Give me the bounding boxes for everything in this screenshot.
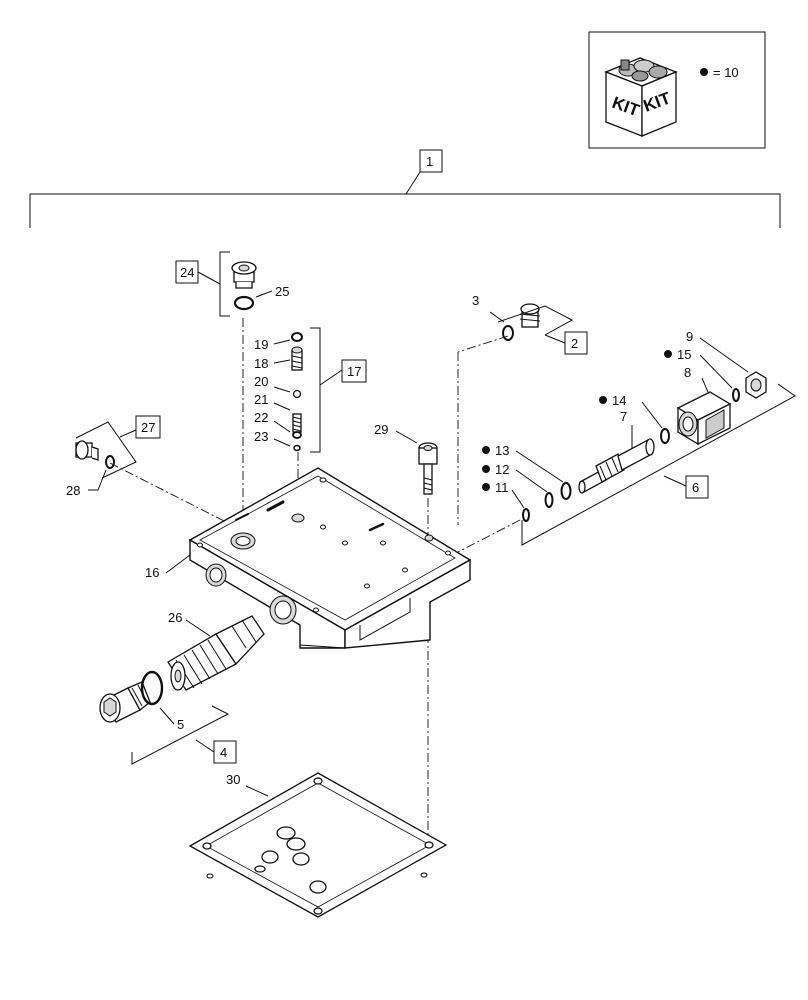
bolt-29: 29 (374, 422, 438, 495)
cartridge-group-6: 6 11 12 13 7 14 (482, 329, 796, 546)
oring-5 (140, 670, 164, 706)
callout-14: 14 (612, 393, 626, 408)
callout-25: 25 (275, 284, 289, 299)
callout-30: 30 (226, 772, 240, 787)
kit-dot-12 (482, 465, 490, 473)
callout-20: 20 (254, 374, 268, 389)
callout-24: 24 (180, 265, 194, 280)
oring-11 (522, 508, 530, 522)
ring-23 (293, 444, 301, 452)
plug-group-24: 24 25 (175, 251, 289, 317)
kit-box-icon: KIT KIT (604, 57, 678, 137)
kit-legend-frame (588, 31, 766, 149)
callout-11: 11 (495, 480, 509, 495)
oring-12 (544, 492, 554, 508)
oring-3 (502, 325, 514, 341)
spool-26: 26 (167, 610, 265, 691)
callout-13: 13 (495, 443, 509, 458)
plug-group-2: 3 2 (472, 293, 588, 355)
callout-3: 3 (472, 293, 479, 308)
callout-17: 17 (347, 364, 361, 379)
callout-12: 12 (495, 462, 509, 477)
kit-dot-14 (599, 396, 607, 404)
callout-29: 29 (374, 422, 388, 437)
relief-group-17: 17 19 18 20 21 22 23 (254, 327, 367, 453)
gasket-30: 30 (188, 772, 448, 918)
fitting-8 (676, 391, 732, 446)
kit-dot-13 (482, 446, 490, 454)
callout-6: 6 (692, 480, 699, 495)
kit-bullet-icon (700, 68, 708, 76)
assembly-bracket-1: 1 (29, 149, 781, 228)
kit-dot-15 (664, 350, 672, 358)
oring-25 (233, 295, 255, 311)
callout-4: 4 (220, 745, 227, 760)
oring-28 (105, 455, 115, 469)
callout-18: 18 (254, 356, 268, 371)
valve-body-16: 16 (145, 467, 472, 649)
plug-group-4: 4 5 (99, 670, 237, 765)
callout-27: 27 (141, 420, 155, 435)
washer-22 (292, 431, 302, 439)
callout-9: 9 (686, 329, 693, 344)
kit-dot-11 (482, 483, 490, 491)
callout-8: 8 (684, 365, 691, 380)
callout-21: 21 (254, 392, 268, 407)
cartridge-7 (578, 438, 655, 494)
callout-22: 22 (254, 410, 268, 425)
kit-legend: KIT KIT = 10 (588, 31, 766, 149)
callout-19: 19 (254, 337, 268, 352)
callout-7: 7 (620, 409, 627, 424)
kit-legend-text: = 10 (713, 65, 739, 80)
callout-16: 16 (145, 565, 159, 580)
callout-28: 28 (66, 483, 80, 498)
callout-1: 1 (426, 154, 433, 169)
callout-5: 5 (177, 717, 184, 732)
plug-group-27: 27 28 (66, 415, 161, 498)
callout-15: 15 (677, 347, 691, 362)
oring-14 (660, 428, 670, 444)
callout-2: 2 (571, 336, 578, 351)
nut-9 (745, 371, 767, 399)
callout-23: 23 (254, 429, 268, 444)
ball-20 (292, 389, 302, 399)
callout-26: 26 (168, 610, 182, 625)
oring-19 (291, 332, 303, 342)
oring-15 (732, 388, 740, 402)
oring-13 (560, 482, 572, 500)
